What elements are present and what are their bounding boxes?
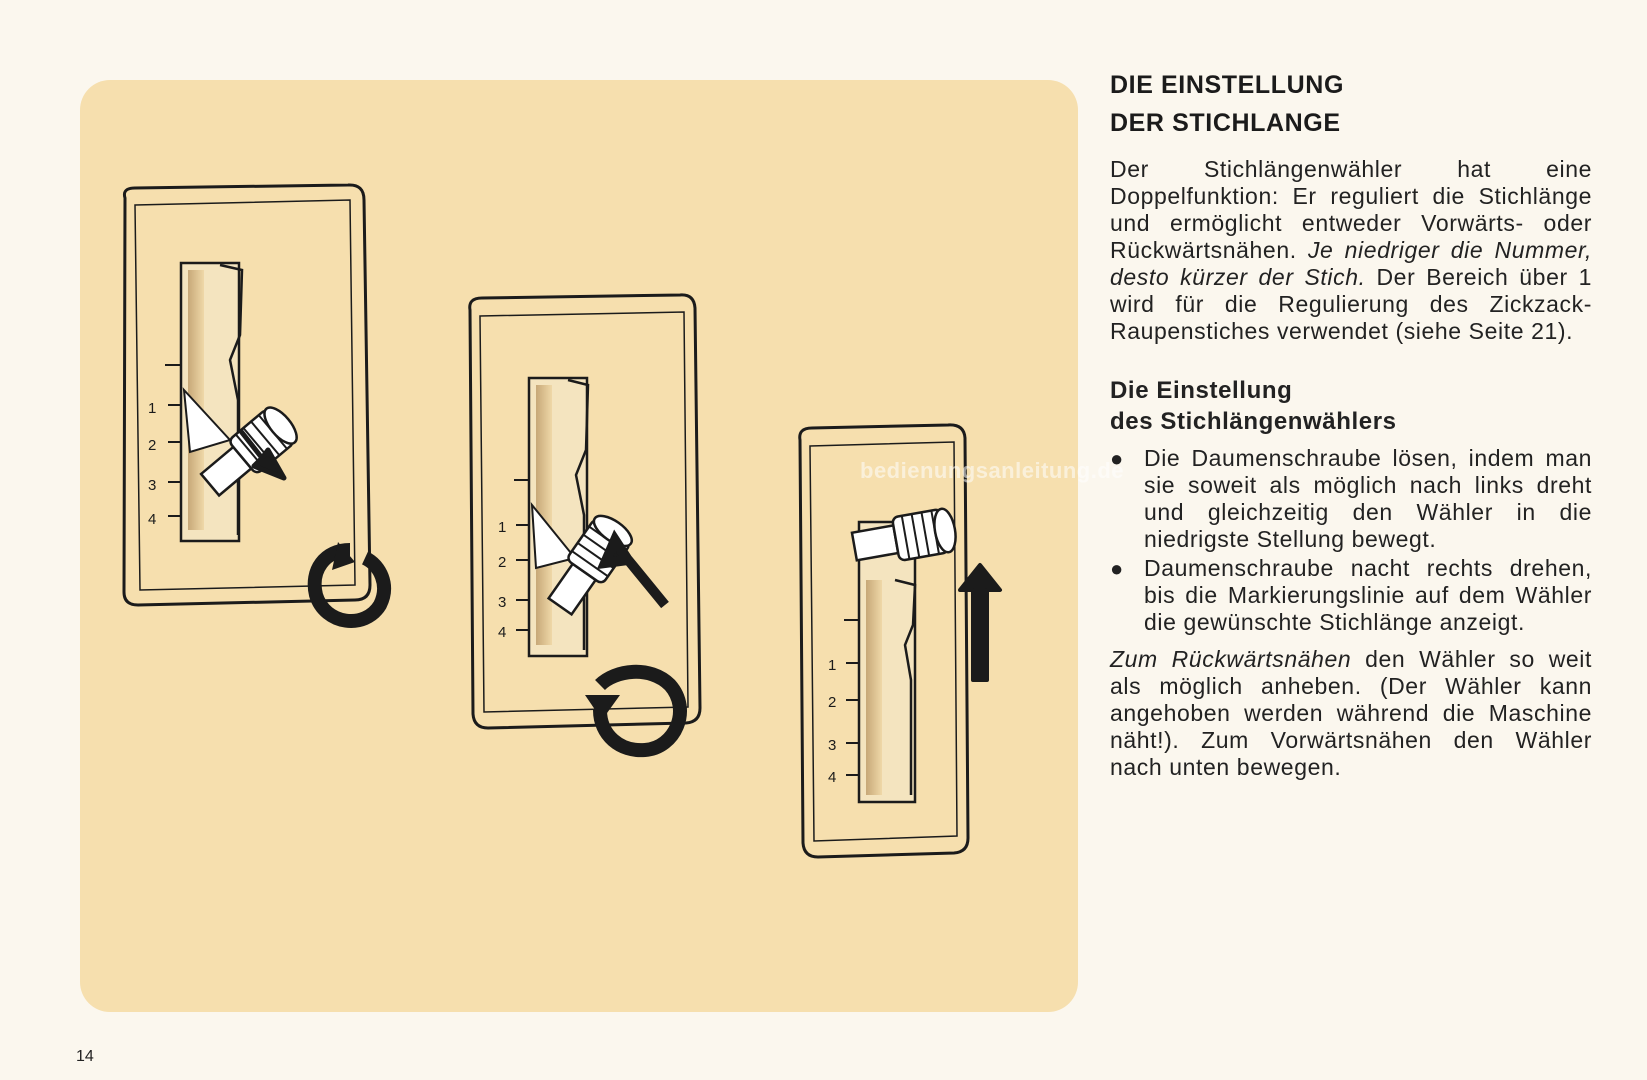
thumbscrew-knob-icon (199, 406, 298, 498)
scale-label-1: 1 (148, 400, 156, 417)
scale-label-1: 1 (828, 657, 836, 674)
instruction-text-column: DIE EINSTELLUNG DER STICHLANGE Der Stich… (1110, 66, 1592, 781)
selector-panel-2: 1 2 3 4 (468, 293, 702, 758)
list-item-text: Daumenschraube nacht rechts drehen, bis … (1144, 555, 1592, 635)
reverse-italic: Zum Rückwärtsnähen (1110, 646, 1352, 672)
scale-label-4: 4 (498, 624, 506, 641)
up-arrow-icon (958, 563, 1002, 682)
diagonal-arrow-icon (596, 529, 669, 609)
intro-text-2: Der Bereich über 1 wird für die Regulier… (1110, 264, 1592, 344)
thumbscrew-knob-icon (850, 507, 957, 562)
scale-label-4: 4 (828, 769, 836, 786)
scale-label-3: 3 (498, 594, 506, 611)
title-line-1: DIE EINSTELLUNG (1110, 71, 1345, 99)
instruction-list: ● Die Daumenschraube lösen, indem man sie… (1110, 445, 1592, 636)
title-line-2: DER STICHLANGE (1110, 109, 1341, 137)
scale-label-3: 3 (148, 477, 156, 494)
reverse-sewing-paragraph: Zum Rückwärtsnähen den Wähler so weit al… (1110, 646, 1592, 781)
page-number: 14 (76, 1048, 94, 1065)
rotate-left-arrow-icon (307, 543, 391, 628)
intro-paragraph: Der Stichlängenwähler hat eine Doppelfun… (1110, 156, 1592, 345)
scale-label-2: 2 (828, 694, 836, 711)
subtitle-line-2: des Stichlängenwählers (1110, 408, 1397, 435)
stitch-length-illustration-panel: 1 2 3 4 (80, 80, 1078, 1012)
diagonal-arrow-icon (238, 428, 287, 481)
scale-label-2: 2 (498, 554, 506, 571)
page-title: DIE EINSTELLUNG DER STICHLANGE (1110, 66, 1592, 142)
section-heading: Die Einstellung des Stichlängenwählers (1110, 375, 1592, 437)
stitch-length-diagram: 1 2 3 4 (122, 183, 1002, 859)
rotate-right-arrow-icon (593, 664, 687, 758)
list-item-text: Die Daumenschraube lösen, indem man sie … (1144, 445, 1592, 552)
scale-label-2: 2 (148, 437, 156, 454)
scale-label-4: 4 (148, 511, 156, 528)
subtitle-line-1: Die Einstellung (1110, 377, 1293, 404)
bullet-dot-icon: ● (1110, 556, 1124, 581)
intro-italic: Je niedriger die Nummer, desto kürzer de… (1110, 237, 1592, 290)
intro-text-1: Der Stichlängenwähler hat eine Doppelfun… (1110, 156, 1592, 263)
selector-panel-3: 1 2 3 4 (798, 423, 1002, 859)
reverse-text: den Wähler so weit als möglich anheben. … (1110, 646, 1592, 780)
scale-ticks-2 (514, 479, 529, 631)
scale-ticks-1 (165, 364, 181, 517)
watermark: bedienungsanleitung.de (860, 458, 1125, 483)
list-item: ● Daumenschraube nacht rechts drehen, bis… (1110, 555, 1592, 636)
scale-ticks-3 (844, 619, 859, 776)
scale-label-1: 1 (498, 519, 506, 536)
scale-label-3: 3 (828, 737, 836, 754)
selector-panel-1: 1 2 3 4 (122, 183, 391, 628)
bullet-dot-icon: ● (1110, 446, 1124, 471)
list-item: ● Die Daumenschraube lösen, indem man sie… (1110, 445, 1592, 553)
